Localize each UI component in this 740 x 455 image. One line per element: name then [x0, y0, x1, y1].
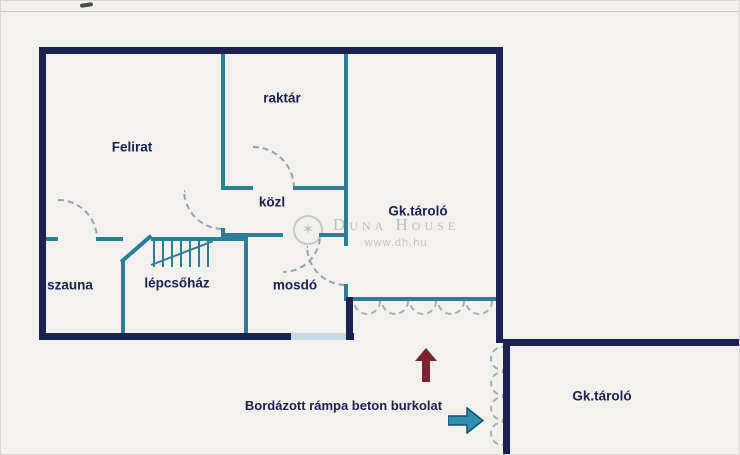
- wall-kozl-bottom-a: [221, 233, 283, 237]
- ramp-right-arrow-icon: [447, 406, 485, 439]
- scallop: [409, 301, 437, 315]
- wall-garage-top: [503, 339, 739, 346]
- ramp-up-arrow-icon: [415, 348, 437, 387]
- wall-kozl-left-stub: [221, 228, 225, 237]
- wall-gk-left-a: [344, 54, 348, 246]
- watermark: ✶ Duna House www.dh.hu: [293, 215, 459, 249]
- ramp-annotation: Bordázott rámpa beton burkolat: [244, 398, 443, 413]
- door-arc-kozl: [183, 190, 223, 230]
- room-label-felirat: Felirat: [111, 139, 153, 155]
- wall-outer-left: [39, 47, 46, 340]
- wall-raktar-bottom-a: [221, 186, 253, 190]
- watermark-brand: Duna House: [333, 215, 460, 234]
- wall-outer-bottom-left: [39, 333, 291, 340]
- scallop: [437, 301, 465, 315]
- wall-garage-left: [503, 339, 510, 454]
- scallop: [465, 301, 493, 315]
- wall-raktar-left: [221, 54, 225, 190]
- wall-szauna-top-a: [46, 237, 58, 241]
- room-label-kozl: közl: [258, 194, 286, 210]
- room-label-gk-tarolo-2: Gk.tároló: [572, 388, 632, 404]
- scan-artifact-mark: [79, 2, 94, 8]
- watermark-url: www.dh.hu: [364, 237, 428, 249]
- wall-gk-left-b: [344, 284, 348, 301]
- room-label-szauna: szauna: [47, 277, 93, 293]
- room-label-gk-tarolo: Gk.tároló: [388, 203, 448, 219]
- scan-artifact-line: [1, 11, 739, 12]
- room-label-mosdo: mosdó: [272, 277, 318, 293]
- wall-outer-top: [39, 47, 503, 54]
- ramp-scallops-right: [471, 346, 503, 446]
- scallop: [490, 371, 503, 396]
- scallop: [353, 301, 381, 315]
- scallop: [490, 421, 503, 446]
- watermark-text: Duna House www.dh.hu: [333, 215, 459, 249]
- wall-stair-top: [151, 237, 248, 241]
- wall-gk-bottom: [348, 297, 496, 301]
- wall-outer-right: [496, 47, 503, 343]
- wall-opening-bottom: [291, 333, 346, 340]
- wall-raktar-bottom-b: [293, 186, 348, 190]
- door-arc-raktar: [253, 146, 295, 188]
- scallop: [490, 346, 503, 371]
- wall-szauna-right: [121, 261, 125, 333]
- door-arc-szauna: [58, 199, 98, 239]
- ramp-scallops-bottom: [353, 301, 495, 333]
- scallop: [490, 396, 503, 421]
- wall-stair-chamfer: [119, 234, 153, 264]
- room-label-lepcsohaz: lépcsőház: [144, 275, 210, 291]
- scallop: [381, 301, 409, 315]
- wall-szauna-top-b: [96, 237, 123, 241]
- wall-mosdo-left: [244, 237, 248, 333]
- room-label-raktar: raktár: [263, 90, 301, 106]
- wall-kozl-bottom-b: [319, 233, 348, 237]
- wall-ramp-left: [346, 297, 353, 340]
